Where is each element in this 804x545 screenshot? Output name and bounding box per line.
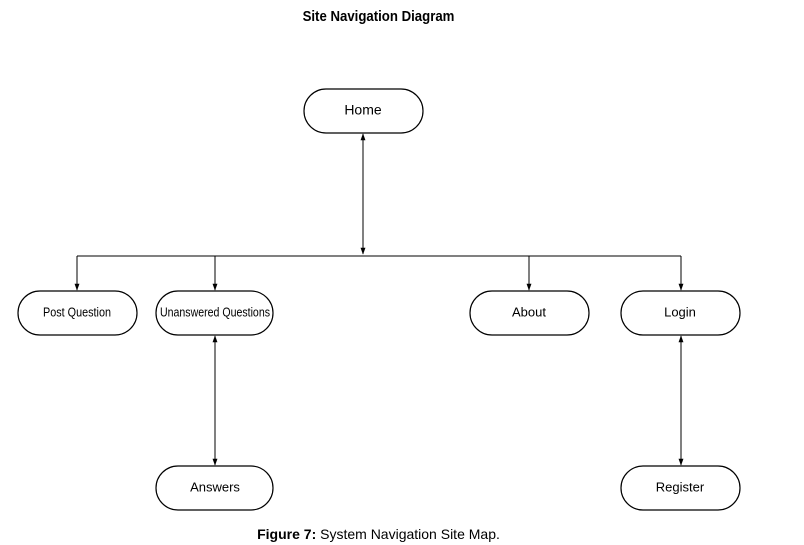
node-home — [303, 88, 424, 134]
node-about — [469, 290, 590, 336]
node-login — [620, 290, 741, 336]
node-label-about: About — [512, 304, 546, 319]
node-label-post-question: Post Question — [43, 304, 111, 319]
node-answers — [155, 465, 274, 511]
node-register — [620, 465, 741, 511]
node-label-unanswered-questions: Unanswered Questions — [160, 304, 270, 319]
node-unanswered-questions — [155, 290, 274, 336]
node-label-register: Register — [656, 479, 705, 494]
node-label-answers: Answers — [190, 479, 240, 494]
figure-caption-label: Figure 7: — [257, 526, 317, 542]
node-label-home: Home — [344, 102, 382, 118]
figure-caption: Figure 7: System Navigation Site Map. — [0, 526, 757, 542]
diagram-title: Site Navigation Diagram — [302, 8, 455, 25]
node-post-question — [17, 290, 138, 336]
figure-caption-text: System Navigation Site Map. — [316, 526, 500, 542]
node-label-login: Login — [664, 304, 696, 319]
